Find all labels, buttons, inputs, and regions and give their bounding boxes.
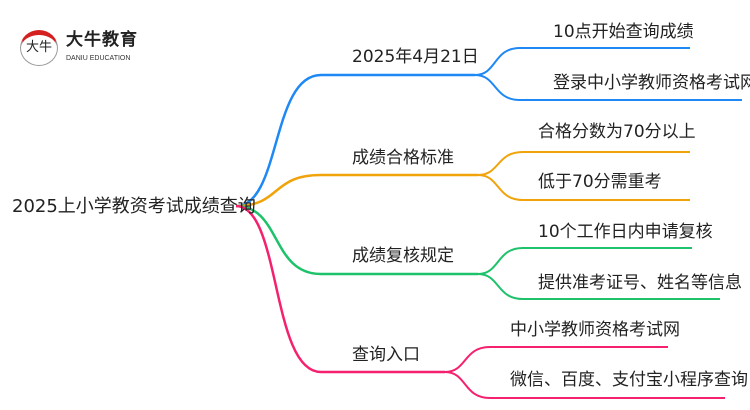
root-node: 2025上小学教资考试成绩查询 — [12, 196, 256, 217]
leaf-connector — [477, 174, 690, 201]
branch-query-entry: 查询入口 — [352, 345, 420, 365]
leaf-official-site: 中小学教师资格考试网 — [510, 320, 680, 340]
leaf-retake: 低于70分需重考 — [538, 172, 662, 192]
branch-connector — [235, 173, 478, 208]
logo-subtitle: DANIU EDUCATION — [66, 55, 131, 62]
leaf-pass-score: 合格分数为70分以上 — [538, 122, 696, 142]
branch-connector — [235, 204, 478, 276]
logo: 大牛 大牛教育 DANIU EDUCATION — [20, 26, 210, 70]
leaf-review-period: 10个工作日内申请复核 — [538, 222, 713, 242]
leaf-connector — [444, 346, 668, 373]
leaf-review-info: 提供准考证号、姓名等信息 — [538, 273, 742, 293]
logo-name: 大牛教育 — [66, 30, 138, 50]
leaf-connector — [444, 371, 725, 399]
leaf-connector — [477, 273, 720, 300]
branch-date: 2025年4月21日 — [352, 47, 479, 67]
branch-connector — [235, 204, 445, 374]
branch-connector — [235, 73, 475, 208]
leaf-query-time: 10点开始查询成绩 — [553, 22, 694, 42]
branch-review-rules: 成绩复核规定 — [352, 246, 454, 266]
leaf-login-site: 登录中小学教师资格考试网 — [553, 73, 750, 93]
logo-mark: 大牛 — [20, 30, 58, 66]
leaf-mini-programs: 微信、百度、支付宝小程序查询 — [510, 370, 748, 390]
leaf-connector — [477, 247, 692, 275]
branch-pass-standard: 成绩合格标准 — [352, 148, 454, 168]
leaf-connector — [477, 151, 690, 176]
leaf-connector — [474, 47, 690, 76]
leaf-connector — [474, 74, 742, 101]
